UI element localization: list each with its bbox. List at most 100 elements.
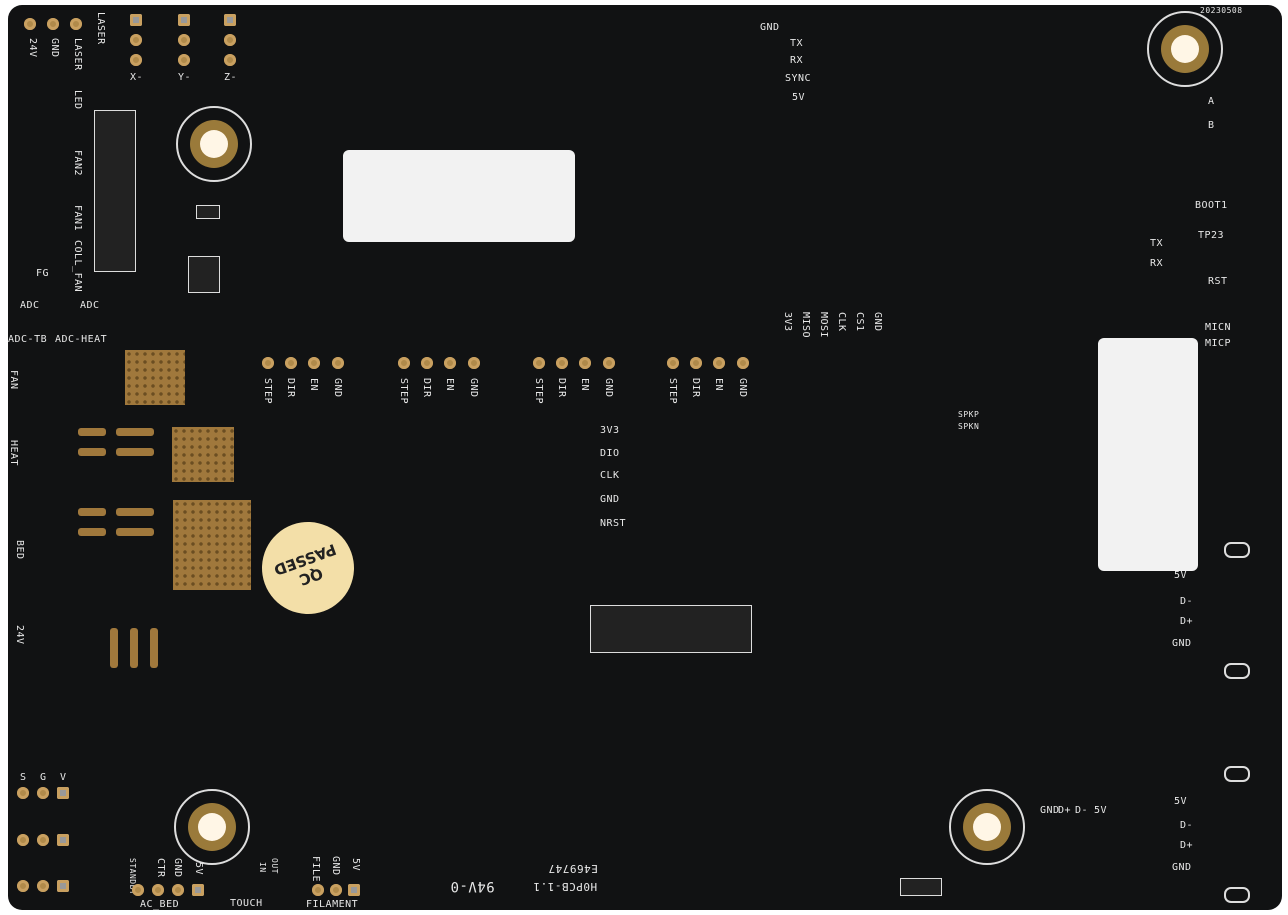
label-standby: STANDBY: [128, 858, 137, 896]
mounting-hole: [949, 789, 1025, 865]
header-pad: [57, 880, 69, 892]
label-gnd: GND: [1040, 805, 1060, 816]
copper-bar: [116, 528, 154, 536]
label-d-plus: D+: [1180, 840, 1194, 851]
label-mosi: MOSI: [818, 312, 829, 339]
label-x-endstop: X-: [130, 72, 144, 83]
driver-pad: [533, 357, 545, 369]
label-y-endstop: Y-: [178, 72, 192, 83]
driver-pad: [713, 357, 725, 369]
driver-pad: [398, 357, 410, 369]
label-in: IN: [258, 862, 267, 873]
driver-pad: [421, 357, 433, 369]
label-file: FILE: [310, 856, 321, 883]
slot: [1224, 542, 1250, 558]
label-fan: FAN: [8, 370, 19, 390]
copper-bar: [78, 428, 106, 436]
endstop-pad: [224, 54, 236, 66]
smd-component: [94, 110, 136, 272]
label-gnd: GND: [600, 494, 620, 505]
label-s: S: [20, 772, 27, 783]
label-touch: TOUCH: [230, 898, 263, 909]
smd-component: [196, 205, 220, 219]
label-d-plus: D+: [1180, 616, 1194, 627]
flammability-rating: 94V-0: [450, 878, 495, 894]
thermal-pad: [125, 350, 185, 405]
label-3v3: 3V3: [600, 425, 620, 436]
label-heat: HEAT: [8, 440, 19, 467]
label-3v3: 3V3: [782, 312, 793, 332]
label-gnd: GND: [872, 312, 883, 332]
driver-pad: [579, 357, 591, 369]
label-en: EN: [444, 378, 455, 392]
label-out: OUT: [270, 858, 279, 874]
driver-pad: [603, 357, 615, 369]
endstop-pad: [178, 54, 190, 66]
label-fan2: FAN2: [72, 150, 83, 177]
label-sync: SYNC: [785, 73, 812, 84]
copper-bar: [130, 628, 138, 668]
label-miso: MISO: [800, 312, 811, 339]
label-gnd: GND: [468, 378, 479, 398]
label-fan1: FAN1: [72, 205, 83, 232]
label-5v: 5V: [1174, 570, 1188, 581]
label-gnd: GND: [737, 378, 748, 398]
label-5v: 5V: [350, 858, 361, 872]
label-gnd: GND: [1172, 638, 1192, 649]
board-model: H0PCB-1.1: [533, 880, 598, 893]
copper-bar: [116, 428, 154, 436]
label-laser-top: LASER: [95, 12, 106, 45]
mounting-hole: [1147, 11, 1223, 87]
smd-component: [188, 256, 220, 293]
driver-pad: [690, 357, 702, 369]
driver-pad: [285, 357, 297, 369]
slot: [1224, 766, 1250, 782]
label-24v: 24V: [27, 38, 38, 58]
label-coll-fan: COLL_FAN: [72, 240, 83, 293]
label-spkp: SPKP: [958, 410, 980, 419]
driver-pad: [556, 357, 568, 369]
endstop-pad: [224, 14, 236, 26]
endstop-pad: [224, 34, 236, 46]
driver-pad: [444, 357, 456, 369]
driver-pad: [667, 357, 679, 369]
header-pad: [37, 880, 49, 892]
laser-signal-pad: [70, 18, 82, 30]
mounting-hole: [176, 106, 252, 182]
connector-pad: [330, 884, 342, 896]
label-5v: 5V: [1174, 796, 1188, 807]
label-gnd: GND: [332, 378, 343, 398]
header-pad: [37, 834, 49, 846]
label-d-minus: D-: [1075, 805, 1089, 816]
endstop-pad: [178, 14, 190, 26]
label-rst: RST: [1208, 276, 1228, 287]
label-boot1: BOOT1: [1195, 200, 1228, 211]
blank-label-sticker: [343, 150, 575, 242]
label-5v: 5V: [193, 862, 204, 876]
label-gnd: GND: [603, 378, 614, 398]
label-dir: DIR: [285, 378, 296, 398]
copper-bar: [150, 628, 158, 668]
smd-component: [900, 878, 942, 896]
laser-gnd-pad: [47, 18, 59, 30]
connector-pad: [192, 884, 204, 896]
label-cs1: CS1: [854, 312, 865, 332]
header-pad: [17, 834, 29, 846]
label-adc-2: ADC: [80, 300, 100, 311]
label-en: EN: [308, 378, 319, 392]
thermal-pad: [172, 427, 234, 482]
slot: [1224, 663, 1250, 679]
copper-bar: [116, 508, 154, 516]
header-pad: [17, 880, 29, 892]
label-gnd: GND: [49, 38, 60, 58]
label-b: B: [1208, 120, 1215, 131]
label-gnd: GND: [1172, 862, 1192, 873]
label-tx: TX: [1150, 238, 1164, 249]
label-z-endstop: Z-: [224, 72, 238, 83]
label-v: V: [60, 772, 67, 783]
label-step: STEP: [667, 378, 678, 405]
connector-pad: [348, 884, 360, 896]
label-tx: TX: [790, 38, 804, 49]
serial-number: E469747: [548, 862, 598, 875]
label-spkn: SPKN: [958, 422, 980, 431]
